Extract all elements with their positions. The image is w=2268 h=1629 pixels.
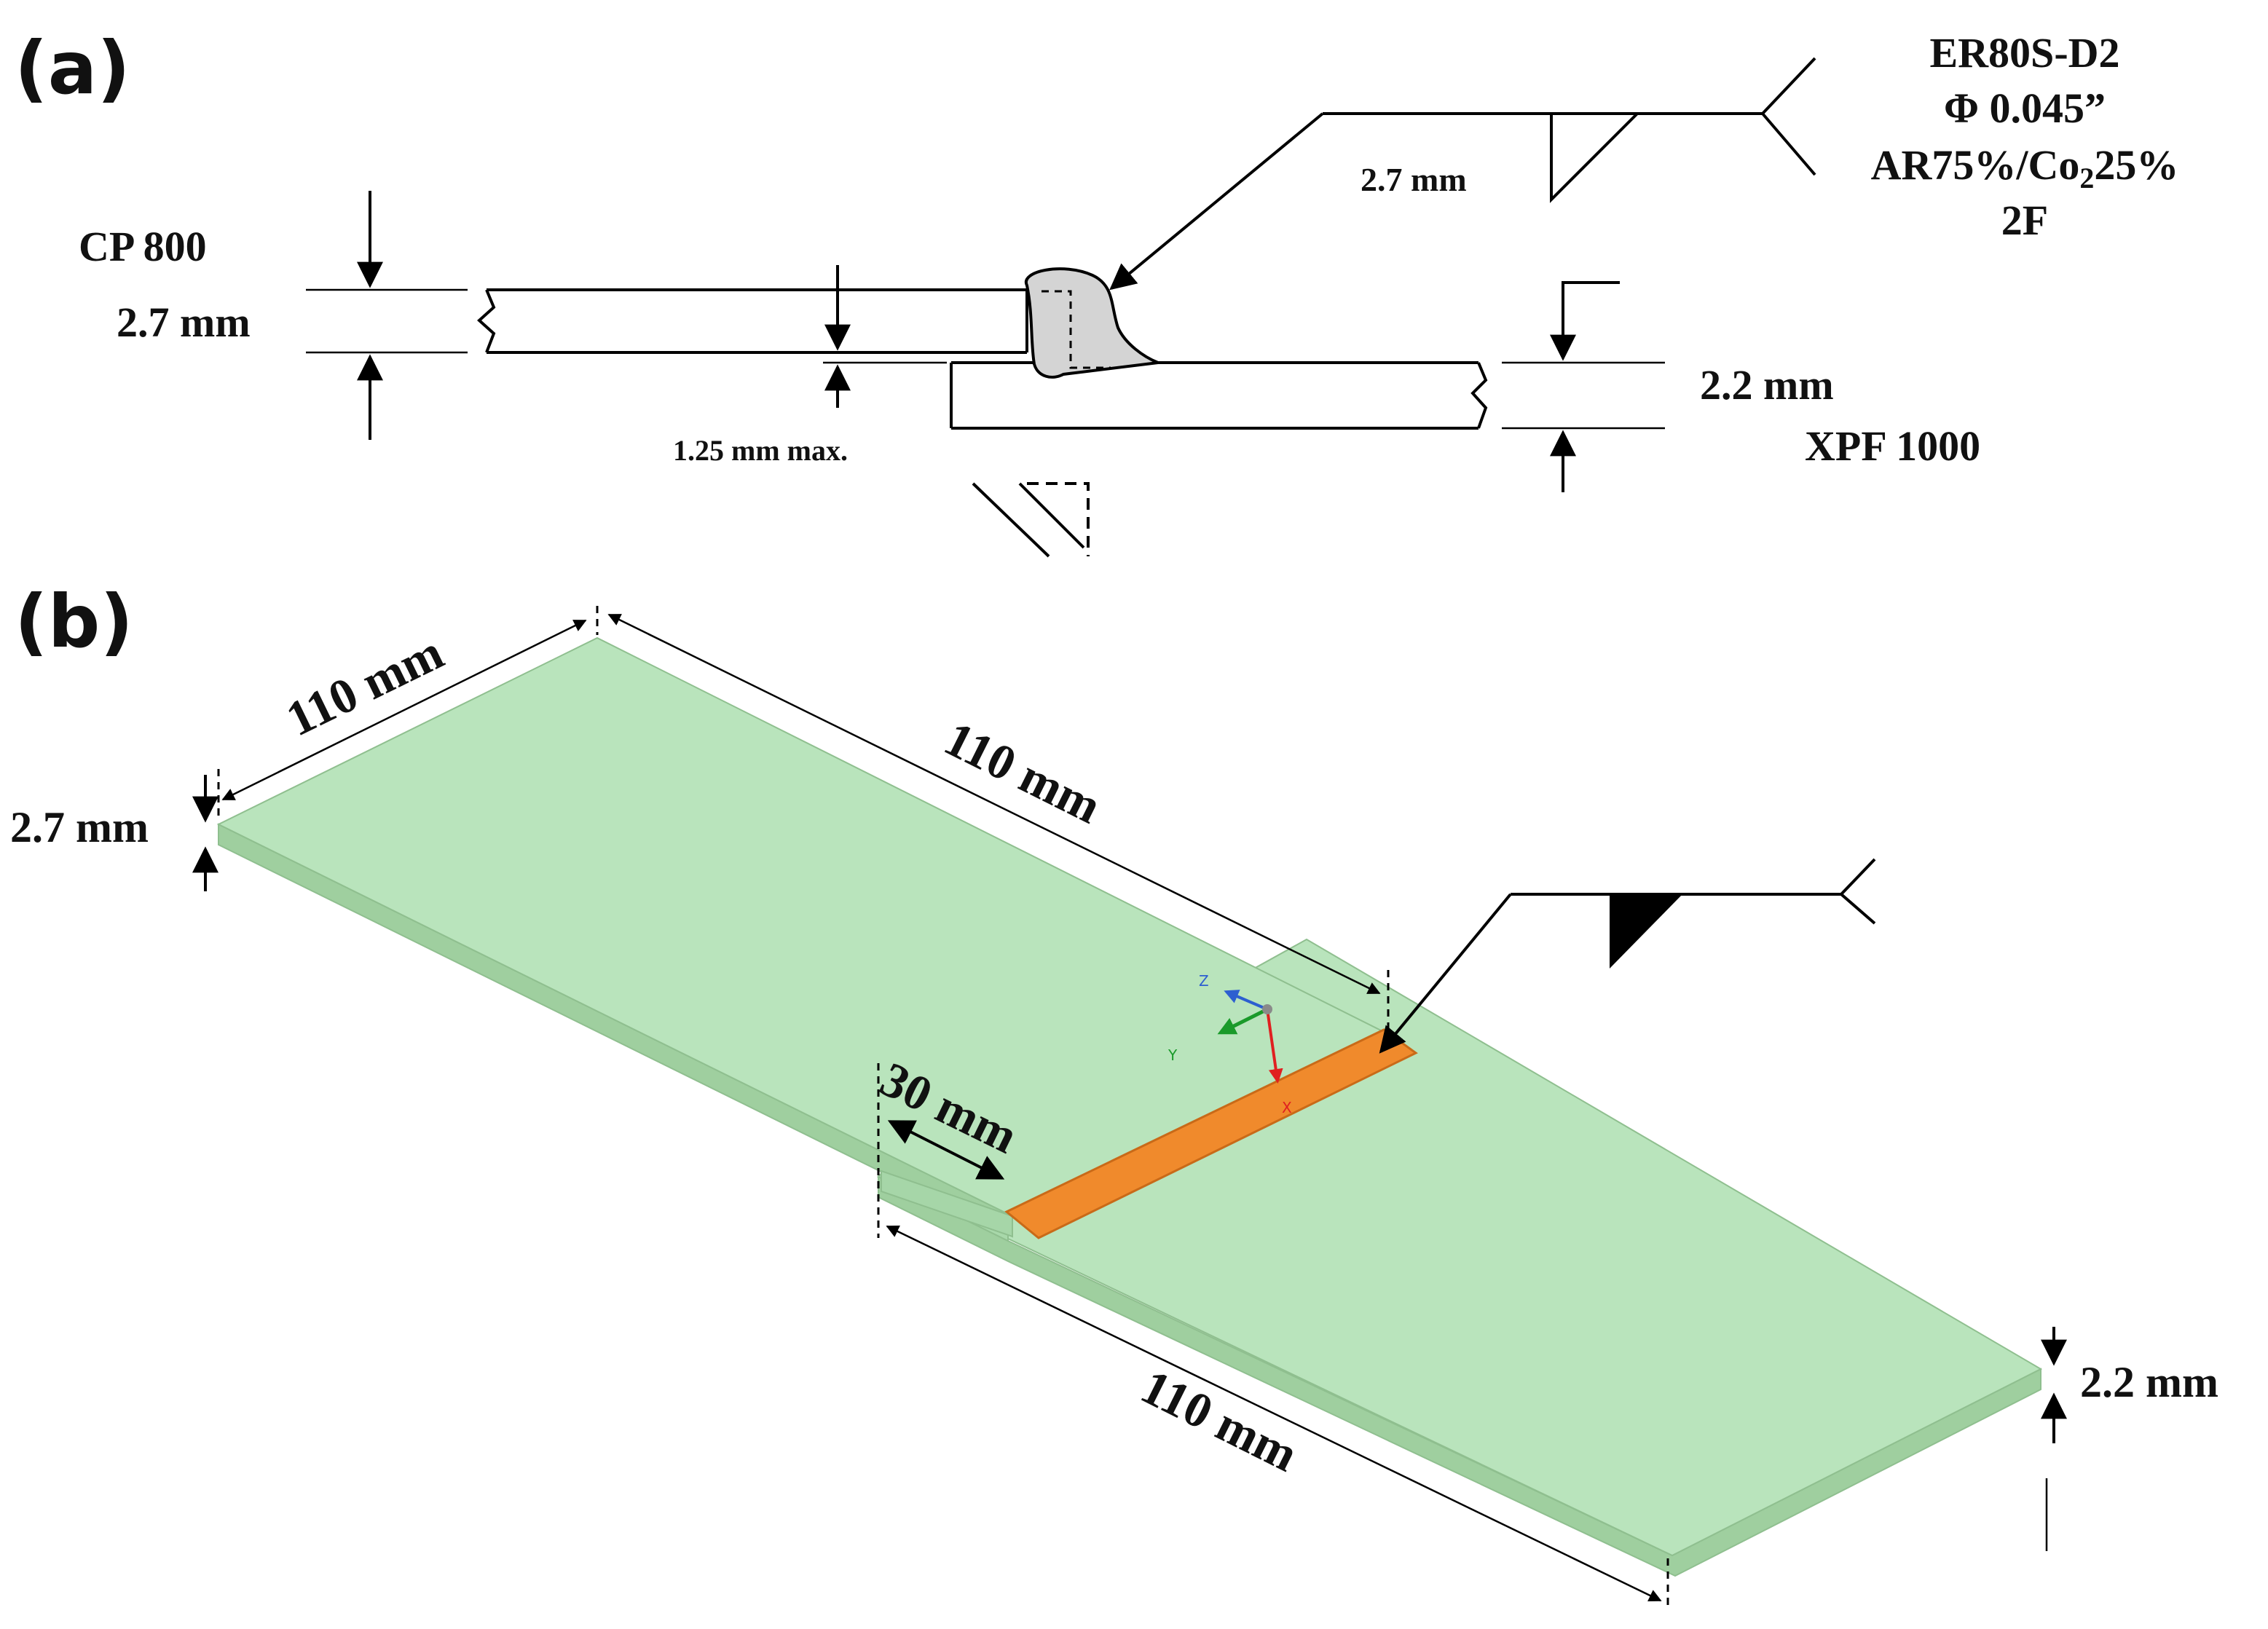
xpf1000-label: XPF 1000 bbox=[1805, 422, 1980, 470]
panel-b-label: (b) bbox=[15, 579, 133, 664]
weld-symbol-3d bbox=[1379, 858, 1876, 1054]
top-thickness-label: 2.7 mm bbox=[10, 803, 149, 851]
axis-z-arrow bbox=[1224, 990, 1268, 1011]
bottom-plate-section bbox=[950, 361, 1488, 430]
shielding-gas-label: AR75%/Co225% bbox=[1871, 141, 2179, 194]
gap-dimension: 1.25 mm max. bbox=[673, 265, 947, 467]
filler-metal-label: ER80S-D2 bbox=[1929, 29, 2119, 76]
axis-y-arrow bbox=[1217, 1007, 1269, 1035]
cp800-thickness-dimension: CP 800 2.7 mm bbox=[79, 191, 468, 440]
weld-position-label: 2F bbox=[2001, 197, 2048, 244]
gap-label: 1.25 mm max. bbox=[673, 434, 848, 467]
axis-origin bbox=[1262, 1004, 1272, 1014]
panel-b: (b) X Y Z bbox=[10, 579, 2218, 1609]
top-thickness-dimension: 2.7 mm bbox=[10, 775, 218, 891]
axis-x-label: X bbox=[1282, 1099, 1292, 1116]
bottom-thickness-dimension: 2.2 mm bbox=[2041, 1327, 2218, 1551]
axis-x-arrow bbox=[1266, 1009, 1283, 1084]
top-plate-section bbox=[477, 288, 1028, 354]
xpf1000-thickness-label: 2.2 mm bbox=[1700, 361, 1834, 409]
cp800-thickness-label: 2.7 mm bbox=[117, 299, 251, 346]
top-length-label: 110 mm bbox=[936, 710, 1109, 834]
weld-symbol: 2.7 mm ER80S-D2 Φ 0.045” AR75%/Co225% 2F bbox=[1109, 29, 2179, 291]
cp800-label: CP 800 bbox=[79, 223, 207, 270]
weld-leg-size-label: 2.7 mm bbox=[1361, 161, 1467, 198]
axis-z-label: Z bbox=[1199, 972, 1209, 990]
panel-a-label: (a) bbox=[15, 25, 130, 111]
panel-a: (a) CP 800 2.7 mm bbox=[15, 25, 2179, 558]
weld-cross-section bbox=[1024, 267, 1159, 379]
axis-y-label: Y bbox=[1168, 1046, 1178, 1064]
other-side-fillet-symbol bbox=[972, 482, 1090, 558]
xpf1000-thickness-dimension: 2.2 mm XPF 1000 bbox=[1502, 281, 1980, 492]
bottom-thickness-label: 2.2 mm bbox=[2080, 1358, 2218, 1406]
wire-diameter-label: Φ 0.045” bbox=[1944, 84, 2106, 132]
